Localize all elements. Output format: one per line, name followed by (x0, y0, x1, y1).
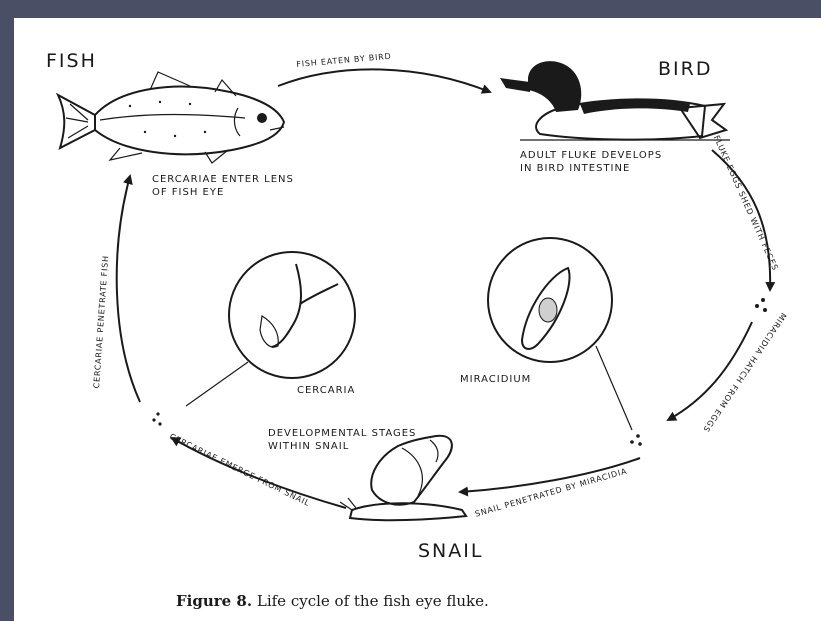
fish-eye-note-line1: Cercariae enter lens (152, 174, 294, 187)
snail-stages-note-line1: Developmental stages (268, 428, 416, 441)
bird-intestine-note-line1: Adult fluke develops (520, 150, 662, 163)
figure-caption-text: Life cycle of the fish eye fluke. (257, 592, 489, 610)
bird-intestine-note-line2: in bird intestine (520, 163, 662, 176)
snail-label: Snail (418, 540, 483, 564)
egg-dots (755, 298, 767, 312)
arrow-fish-to-bird (278, 69, 490, 92)
snail-stages-note: Developmental stages within snail (268, 428, 416, 453)
bird-label: Bird (658, 58, 712, 82)
miracidia-dots (630, 434, 642, 446)
miracidium-inset (488, 238, 612, 362)
fish-illustration (58, 72, 284, 163)
fish-label: Fish (46, 50, 97, 74)
cercaria-label: Cercaria (297, 385, 355, 398)
miracidium-pointer (596, 346, 632, 430)
miracidium-label: Miracidium (460, 374, 531, 387)
cercaria-inset (229, 252, 355, 378)
arrow-cercariae-to-fish (117, 176, 140, 402)
fish-eye-note-line2: of fish eye (152, 187, 294, 200)
bird-intestine-note: Adult fluke develops in bird intestine (520, 150, 662, 175)
cercaria-pointer (186, 362, 248, 406)
cercariae-dots (152, 412, 161, 425)
fish-eye-note: Cercariae enter lens of fish eye (152, 174, 294, 199)
arrow-bird-to-eggs (712, 150, 770, 290)
figure-number: Figure 8. (176, 592, 252, 610)
figure-caption: Figure 8. Life cycle of the fish eye flu… (176, 592, 489, 610)
snail-stages-note-line2: within snail (268, 441, 416, 454)
